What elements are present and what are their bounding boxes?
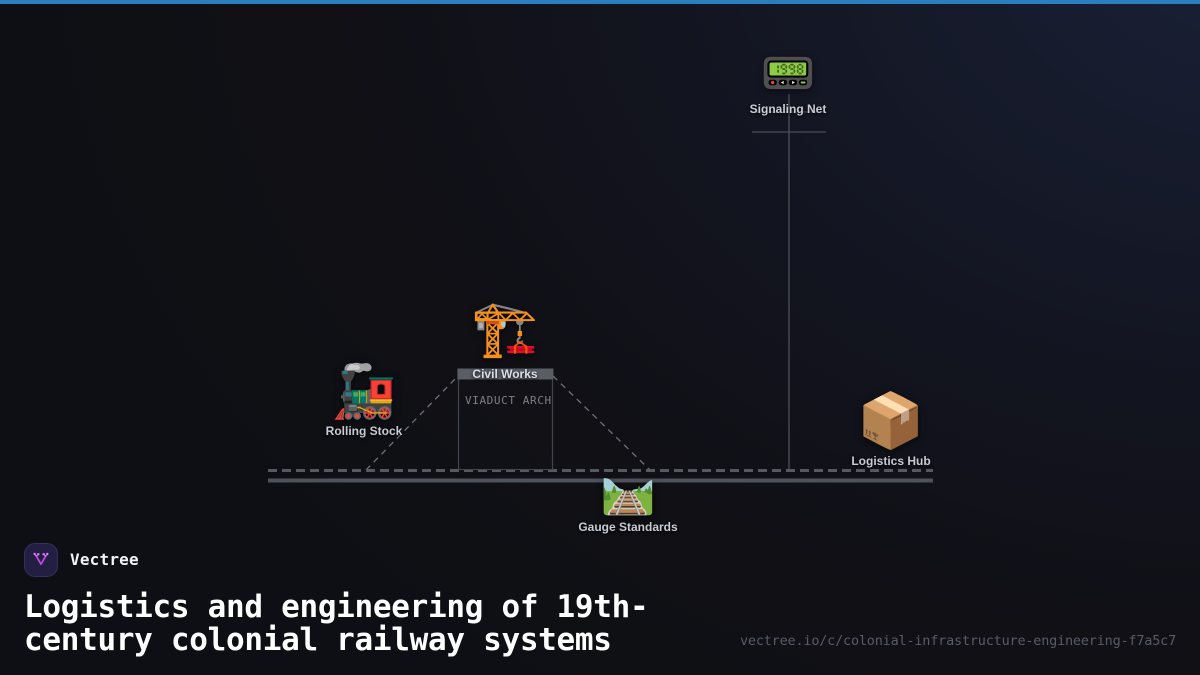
poster-footer: Vectree Logistics and engineering of 19t… bbox=[0, 542, 1200, 675]
node-label-civil-works: Civil Works bbox=[460, 366, 549, 382]
pager-icon: 📟 bbox=[760, 48, 816, 99]
viaduct-caption: VIADUCT ARCH bbox=[465, 394, 552, 407]
diagram-node-gauge-standards[interactable]: 🛤️ Gauge Standards bbox=[578, 466, 678, 535]
railway-track-icon: 🛤️ bbox=[600, 466, 656, 517]
share-url: vectree.io/c/colonial-infrastructure-eng… bbox=[739, 633, 1176, 649]
node-label-gauge-standards: Gauge Standards bbox=[578, 520, 678, 534]
node-label-rolling-stock: Rolling Stock bbox=[325, 424, 403, 438]
brand-name: Vectree bbox=[70, 550, 139, 570]
package-box-icon: 📦 bbox=[857, 389, 925, 452]
page-title: Logistics and engineering of 19th-centur… bbox=[24, 588, 649, 658]
construction-crane-icon: 🏗️ bbox=[471, 297, 539, 360]
steam-locomotive-icon: 🚂 bbox=[331, 362, 397, 422]
top-accent-bar bbox=[0, 0, 1200, 4]
node-label-signaling-net: Signaling Net bbox=[749, 102, 827, 116]
diagram-node-rolling-stock[interactable]: 🚂 Rolling Stock bbox=[326, 366, 403, 438]
diagram-node-signaling-net[interactable]: 📟 Signaling Net bbox=[749, 48, 827, 117]
diagram-node-logistics-hub[interactable]: 📦 Logistics Hub bbox=[851, 389, 931, 469]
connector-civil-to-gauge bbox=[552, 375, 651, 471]
node-label-logistics-hub: Logistics Hub bbox=[851, 454, 931, 468]
viaduct-detail-box bbox=[458, 370, 553, 470]
vectree-logo bbox=[24, 542, 58, 577]
brand-row: Vectree bbox=[24, 542, 1176, 577]
diagram-node-civil-works[interactable]: 🏗️ Civil Works bbox=[460, 302, 549, 382]
vectree-v-tree-icon bbox=[33, 552, 49, 565]
